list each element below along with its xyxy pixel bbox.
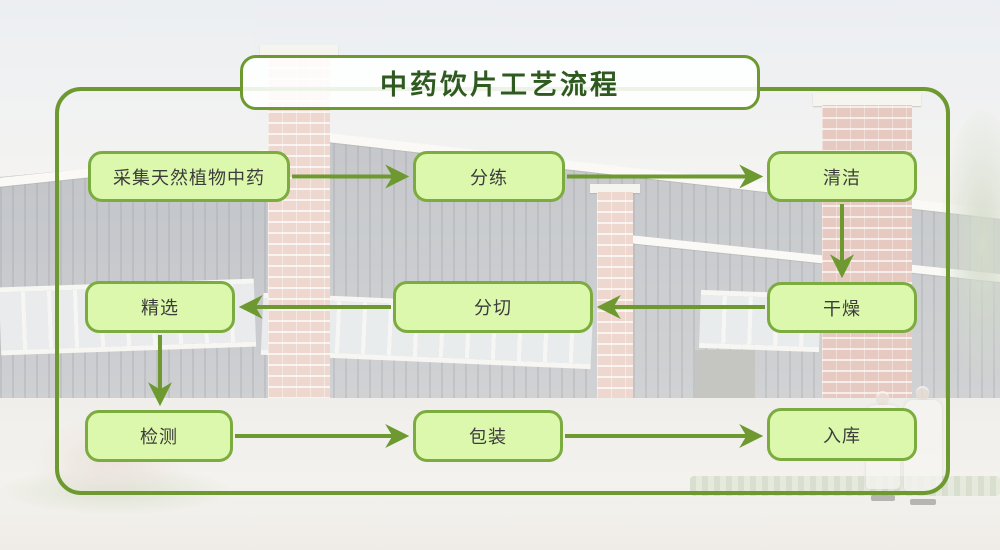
background-pillar-cap	[813, 93, 921, 106]
flow-node-label: 入库	[823, 425, 861, 446]
background-brick-pillar	[268, 55, 330, 410]
flow-node-cut: 分切	[393, 281, 593, 333]
background-pillar-cap	[260, 45, 338, 57]
flow-node-label: 分练	[470, 167, 508, 188]
flow-node-select: 精选	[85, 281, 235, 333]
flow-node-label: 清洁	[823, 167, 861, 188]
flowchart-title-box: 中药饮片工艺流程	[240, 55, 760, 110]
flow-node-label: 分切	[474, 298, 512, 318]
flow-node-label: 检测	[140, 427, 178, 447]
flow-node-label: 干燥	[823, 298, 861, 319]
background-pillar-cap	[590, 184, 640, 193]
flow-node-label: 采集天然植物中药	[113, 167, 265, 188]
background-tree	[940, 110, 1000, 380]
flow-node-label: 包装	[469, 427, 507, 447]
flow-node-dry: 干燥	[767, 282, 917, 333]
page-title: 中药饮片工艺流程	[380, 70, 620, 100]
flow-node-pack: 包装	[413, 410, 563, 462]
flow-node-store: 入库	[767, 408, 917, 461]
flow-node-label: 精选	[141, 298, 179, 318]
flow-node-collect: 采集天然植物中药	[88, 151, 290, 202]
flow-node-test: 检测	[85, 410, 233, 462]
flow-node-clean: 清洁	[767, 151, 917, 202]
flow-node-refine: 分练	[413, 151, 565, 202]
